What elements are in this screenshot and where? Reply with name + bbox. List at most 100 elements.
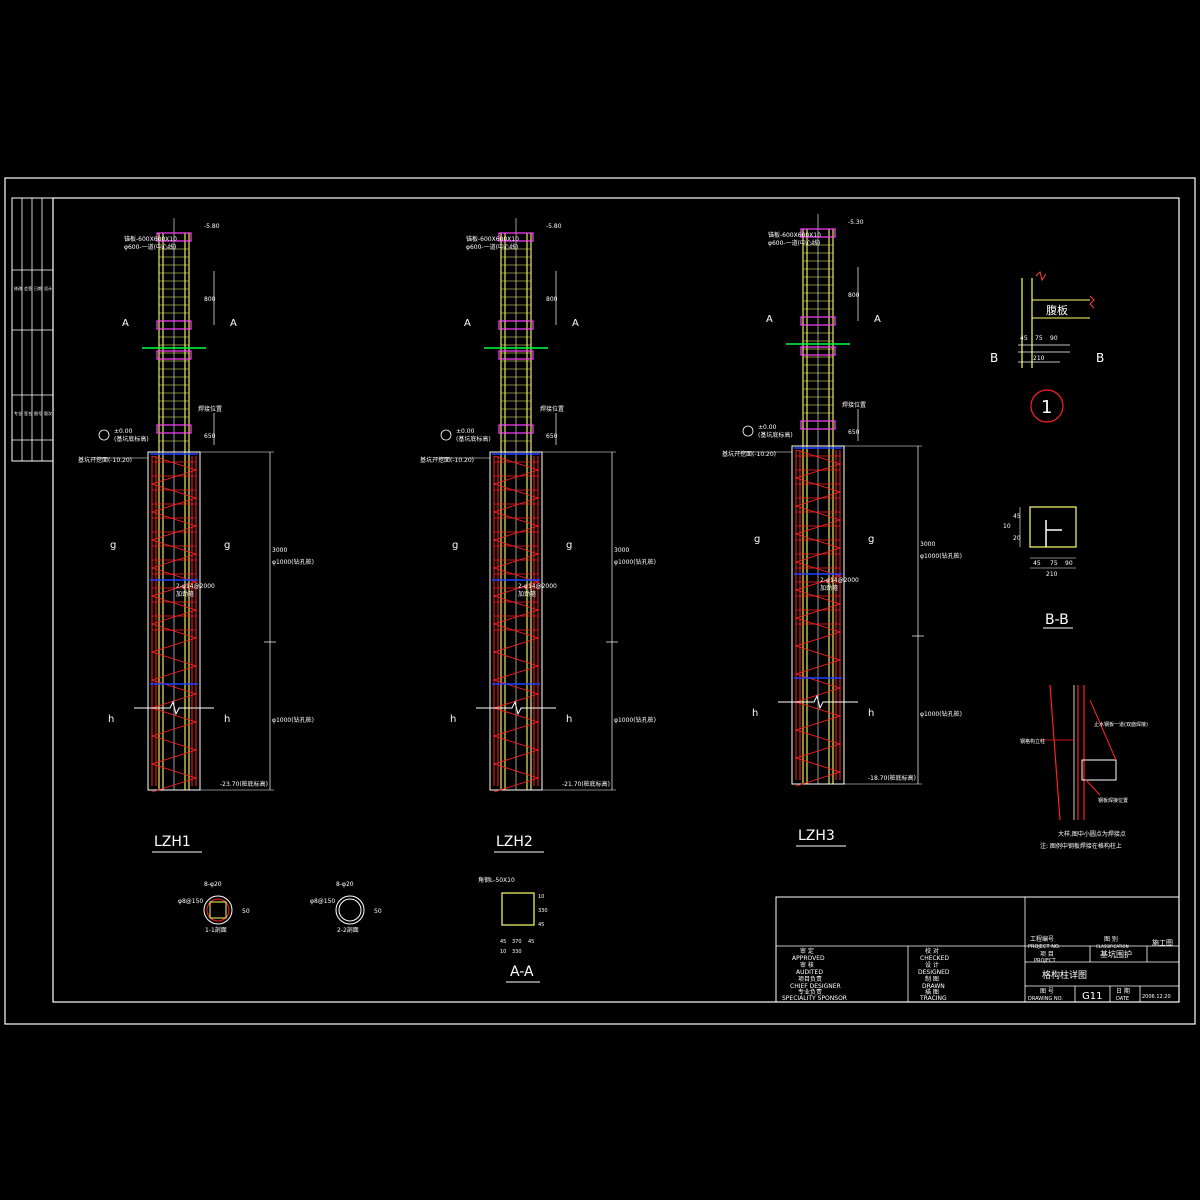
- anchor-label: 锚板-600X600X10: [768, 231, 821, 239]
- tb-project: 项 目: [1040, 951, 1054, 958]
- dim-mid: 650: [546, 433, 558, 440]
- plate-2: [156, 350, 192, 360]
- aa-section: 角钢L-50X10 10 330 45 45 370 45 10 330 A-A: [478, 876, 548, 983]
- tb-specialty: 专业负责: [798, 988, 822, 996]
- break-line: [778, 694, 858, 710]
- top-elevation: -5.80: [546, 223, 562, 230]
- plate-3: [156, 424, 192, 434]
- ss1-name: 1-1剖面: [205, 926, 227, 934]
- tb-specialty-en: SPECIALITY SPONSOR: [782, 995, 847, 1002]
- dim-lower: φ1000(钻孔桩): [614, 716, 656, 724]
- tb-project-no: 工程编号: [1030, 935, 1054, 943]
- tb-designed-en: DESIGNED: [918, 969, 950, 976]
- tb-audited: 审 核: [800, 961, 814, 969]
- ss1-right: 50: [242, 908, 250, 915]
- stirrup-sub: 加劲箍: [820, 584, 838, 592]
- ss2-name: 2-2剖面: [337, 926, 359, 934]
- plate-2: [498, 350, 534, 360]
- circle-mark: ±0.00: [456, 428, 475, 435]
- section-g-right: g: [566, 540, 572, 551]
- weld-label: 焊接位置: [540, 405, 564, 413]
- dim-mid: 650: [204, 433, 216, 440]
- circle-sub: (基坑底标高): [758, 431, 793, 439]
- tb-drawing-no: 图 号: [1040, 988, 1054, 995]
- bb-dim-total: 210: [1046, 571, 1058, 578]
- section-h-left: h: [752, 708, 758, 719]
- ss2-right: 50: [374, 908, 382, 915]
- anchor-label-right: 止水钢板一道(双面焊接): [1094, 721, 1148, 728]
- side-strip-text: 日期: [34, 285, 42, 291]
- tb-date: 日 期: [1116, 987, 1130, 995]
- side-strip: 修改会签日期设计专业签名图号版次: [11, 197, 54, 462]
- section-a-right: A: [230, 318, 237, 329]
- ss2-left: φ8@150: [310, 898, 335, 905]
- plate-1: [800, 316, 836, 326]
- tb-project-no-en: PROJECT NO.: [1028, 944, 1061, 950]
- tb-drawing-no-en: DRAWING NO.: [1028, 996, 1063, 1002]
- aa-bottom2-2: 330: [512, 949, 522, 955]
- pile-bottom-label: -18.70(桩底标高): [868, 774, 916, 782]
- stirrup-label: 2-φ14@2000: [518, 583, 557, 590]
- detail1-dim-2: 75: [1035, 335, 1043, 342]
- column-1: -5.80锚板-600X600X10φ600-一道(中心线)800650焊接位置…: [78, 218, 314, 853]
- pile-bottom-label: -23.70(桩底标高): [220, 780, 268, 788]
- small-section-2: 8-φ20 φ8@150 50 2-2剖面: [310, 881, 382, 934]
- anchor-label-left: 钢格构立柱: [1020, 738, 1045, 745]
- pile-outline: [489, 451, 543, 791]
- circle-sub: (基坑底标高): [456, 435, 491, 443]
- pile-top-label: 基坑开挖面(-10.20): [420, 456, 474, 464]
- tb-approved-en: APPROVED: [792, 955, 825, 962]
- ss1-top: 8-φ20: [204, 881, 222, 888]
- circle-sub: (基坑底标高): [114, 435, 149, 443]
- aa-side-2: 330: [538, 908, 548, 914]
- section-g-left: g: [452, 540, 458, 551]
- pile-spiral: [150, 455, 198, 793]
- tb-approved: 审 定: [800, 947, 814, 955]
- dim-top: 800: [546, 296, 558, 303]
- tb-checked: 校 对: [925, 947, 939, 955]
- section-a-left: A: [464, 318, 471, 329]
- side-strip-text: 签名: [24, 410, 32, 416]
- tb-class-value: 施工图: [1152, 938, 1173, 947]
- tb-project-en: PROJECT: [1034, 958, 1057, 964]
- section-h-right: h: [224, 714, 230, 725]
- dim-upper: 3000: [614, 547, 629, 554]
- section-h-left: h: [108, 714, 114, 725]
- plate-3: [498, 424, 534, 434]
- tb-drawing-title: 格构柱详图: [1042, 969, 1087, 981]
- section-a-left: A: [766, 314, 773, 325]
- tb-drawn-en: DRAWN: [922, 983, 945, 990]
- aa-bottom-1: 45: [500, 939, 506, 945]
- anchor-detail: 钢格构立柱 止水钢板一道(双面焊接) 钢板焊接位置 大样,图中小圆点为焊接点 注…: [1020, 684, 1148, 850]
- bb-dim-3: 90: [1065, 560, 1073, 567]
- detail1-plate-label: 腹板: [1046, 303, 1068, 317]
- anchor-label: 锚板-600X600X10: [124, 235, 177, 243]
- dim-upper-sub: φ1000(钻孔桩): [272, 558, 314, 566]
- tb-drawn: 制 图: [925, 975, 939, 983]
- bb-dim-2: 75: [1050, 560, 1058, 567]
- detail1-section-b-left: B: [990, 351, 998, 365]
- outer-frame: [4, 177, 1196, 1025]
- column-title: LZH1: [154, 834, 191, 850]
- elevation-marker-circle: [98, 429, 110, 441]
- side-strip-text: 专业: [14, 410, 22, 416]
- detail1-section-b-right: B: [1096, 351, 1104, 365]
- tb-project-value: 基坑围护: [1100, 949, 1132, 959]
- pile-outline: [791, 445, 845, 785]
- anchor-note-2: 注: 图例中钢板焊接在格构柱上: [1040, 842, 1122, 850]
- dim-upper: 3000: [272, 547, 287, 554]
- aa-side-1: 10: [538, 894, 544, 900]
- tb-chief-en: CHIEF DESIGNER: [790, 983, 841, 990]
- tb-checked-en: CHECKED: [920, 955, 949, 962]
- section-g-right: g: [868, 534, 874, 545]
- anchor-label-bottom: 钢板焊接位置: [1098, 797, 1128, 804]
- aa-bottom-2: 370: [512, 939, 522, 945]
- section-h-left: h: [450, 714, 456, 725]
- side-strip-text: 修改: [14, 285, 22, 291]
- bb-dim-1: 45: [1033, 560, 1041, 567]
- side-strip-text: 图号: [34, 410, 42, 416]
- aa-side-3: 45: [538, 922, 544, 928]
- anchor-sub: φ600-一道(中心线): [466, 243, 518, 251]
- bb-title: B-B: [1045, 612, 1069, 628]
